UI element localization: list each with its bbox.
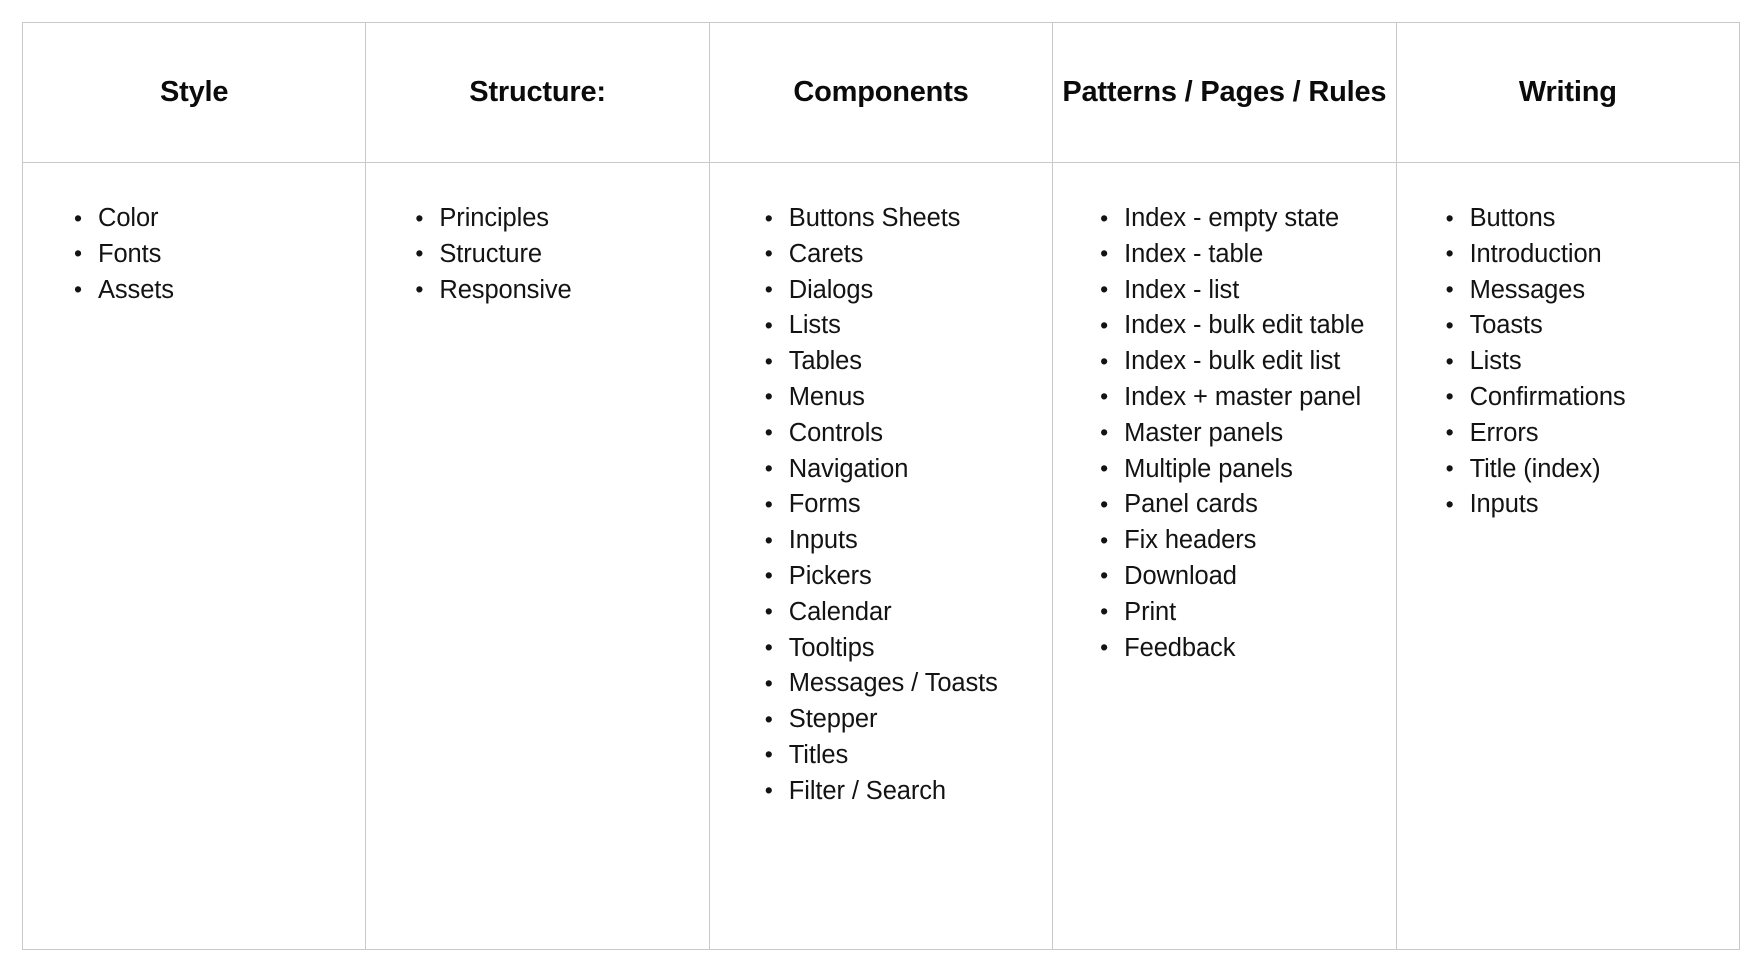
list-item: Forms xyxy=(762,487,1042,523)
cell-content-writing: ButtonsIntroductionMessagesToastsListsCo… xyxy=(1397,163,1739,949)
cell-content-patterns: Index - empty stateIndex - tableIndex - … xyxy=(1053,163,1395,949)
column-header-label-writing: Writing xyxy=(1518,76,1617,109)
list-item: Structure xyxy=(412,236,698,273)
column-header-patterns: Patterns / Pages / Rules xyxy=(1052,22,1397,163)
list-item: Inputs xyxy=(1443,487,1729,523)
column-header-label-style: Style xyxy=(160,76,229,109)
cell-content-style: ColorFontsAssets xyxy=(23,163,365,949)
list-item: Messages xyxy=(1443,272,1729,309)
column-header-label-structure: Structure: xyxy=(469,76,606,109)
table-header-row-group: Style Structure: Components Patterns / P… xyxy=(21,22,1741,163)
list-item: Lists xyxy=(762,308,1042,344)
bullet-list-writing: ButtonsIntroductionMessagesToastsListsCo… xyxy=(1443,201,1729,523)
table-cell-writing: ButtonsIntroductionMessagesToastsListsCo… xyxy=(1395,162,1741,950)
list-item: Messages / Toasts xyxy=(762,666,1042,702)
list-item: Dialogs xyxy=(762,272,1042,309)
list-item: Navigation xyxy=(762,451,1042,488)
list-item: Color xyxy=(71,201,355,237)
list-item: Index - empty state xyxy=(1097,201,1385,237)
column-header-style: Style xyxy=(21,22,367,163)
design-system-matrix-sheet: Style Structure: Components Patterns / P… xyxy=(21,22,1741,950)
list-item: Title (index) xyxy=(1443,451,1729,488)
list-item: Print xyxy=(1097,594,1385,631)
list-item: Titles xyxy=(762,737,1042,774)
list-item: Tables xyxy=(762,344,1042,380)
list-item: Index - bulk edit table xyxy=(1097,308,1385,344)
list-item: Tooltips xyxy=(762,630,1042,667)
list-item: Fonts xyxy=(71,236,355,273)
list-item: Responsive xyxy=(412,272,698,309)
table-cell-components: Buttons SheetsCaretsDialogsListsTablesMe… xyxy=(708,162,1054,950)
list-item: Index + master panel xyxy=(1097,379,1385,416)
list-item: Buttons Sheets xyxy=(762,201,1042,237)
column-header-writing: Writing xyxy=(1395,22,1741,163)
list-item: Filter / Search xyxy=(762,773,1042,810)
list-item: Introduction xyxy=(1443,236,1729,273)
cell-content-structure: PrinciplesStructureResponsive xyxy=(366,163,708,949)
bullet-list-style: ColorFontsAssets xyxy=(71,201,355,308)
bullet-list-components: Buttons SheetsCaretsDialogsListsTablesMe… xyxy=(762,201,1042,810)
table-header-row: Style Structure: Components Patterns / P… xyxy=(21,22,1741,163)
table-body-row-group: ColorFontsAssets PrinciplesStructureResp… xyxy=(21,162,1741,950)
list-item: Errors xyxy=(1443,415,1729,452)
column-header-label-patterns: Patterns / Pages / Rules xyxy=(1062,76,1387,109)
table-cell-patterns: Index - empty stateIndex - tableIndex - … xyxy=(1052,162,1397,950)
list-item: Toasts xyxy=(1443,308,1729,344)
bullet-list-patterns: Index - empty stateIndex - tableIndex - … xyxy=(1097,201,1385,666)
list-item: Pickers xyxy=(762,558,1042,595)
list-item: Index - list xyxy=(1097,272,1385,309)
list-item: Assets xyxy=(71,272,355,309)
cell-content-components: Buttons SheetsCaretsDialogsListsTablesMe… xyxy=(710,163,1052,949)
column-header-components: Components xyxy=(708,22,1054,163)
column-header-structure: Structure: xyxy=(365,22,710,163)
list-item: Index - bulk edit list xyxy=(1097,344,1385,380)
list-item: Menus xyxy=(762,379,1042,416)
list-item: Index - table xyxy=(1097,236,1385,273)
list-item: Panel cards xyxy=(1097,487,1385,523)
table-cell-style: ColorFontsAssets xyxy=(21,162,367,950)
list-item: Principles xyxy=(412,201,698,237)
design-system-matrix-table: Style Structure: Components Patterns / P… xyxy=(21,22,1741,950)
list-item: Master panels xyxy=(1097,415,1385,452)
list-item: Calendar xyxy=(762,594,1042,631)
list-item: Inputs xyxy=(762,523,1042,559)
list-item: Confirmations xyxy=(1443,379,1729,416)
list-item: Download xyxy=(1097,558,1385,595)
column-header-label-components: Components xyxy=(793,76,969,109)
bullet-list-structure: PrinciplesStructureResponsive xyxy=(412,201,698,308)
list-item: Feedback xyxy=(1097,630,1385,667)
list-item: Buttons xyxy=(1443,201,1729,237)
list-item: Controls xyxy=(762,415,1042,452)
list-item: Fix headers xyxy=(1097,523,1385,559)
list-item: Stepper xyxy=(762,702,1042,738)
list-item: Multiple panels xyxy=(1097,451,1385,488)
table-cell-structure: PrinciplesStructureResponsive xyxy=(365,162,710,950)
list-item: Lists xyxy=(1443,344,1729,380)
table-body-row: ColorFontsAssets PrinciplesStructureResp… xyxy=(21,162,1741,950)
list-item: Carets xyxy=(762,236,1042,273)
